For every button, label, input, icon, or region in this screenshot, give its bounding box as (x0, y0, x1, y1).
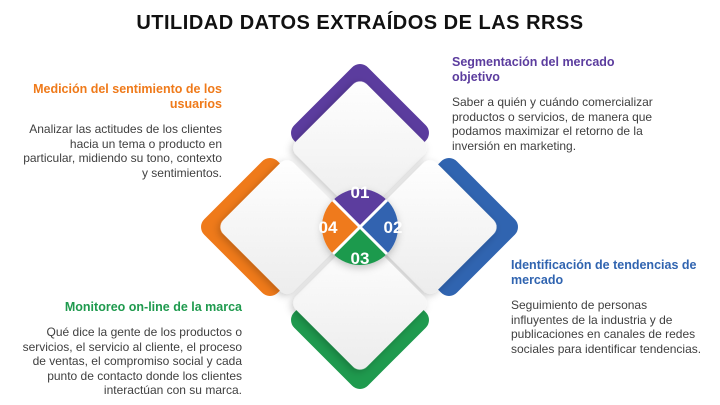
number-03: 03 (351, 249, 370, 268)
number-01: 01 (351, 183, 370, 202)
center-circle (321, 188, 399, 266)
item-03-body: Qué dice la gente de los productos o ser… (22, 325, 242, 398)
item-03-heading: Monitoreo on-line de la marca (64, 300, 242, 314)
white-diamond-left (220, 160, 354, 294)
item-04-heading: Medición del sentimiento de los usuarios (33, 82, 222, 111)
quadrant-blue (360, 200, 399, 254)
item-03-block: Monitoreo on-line de la marca Qué dice l… (18, 300, 242, 398)
quadrant-purple (333, 188, 387, 227)
number-04: 04 (319, 218, 338, 237)
quadrant-orange (321, 200, 360, 254)
number-02: 02 (384, 218, 403, 237)
item-01-body: Saber a quién y cuándo comercializar pro… (452, 95, 653, 153)
quadrant-green (333, 227, 387, 266)
page-title: UTILIDAD DATOS EXTRAÍDOS DE LAS RRSS (136, 12, 584, 34)
item-02-body: Seguimiento de personas influyentes de l… (511, 298, 702, 356)
white-diamond-bottom (293, 236, 427, 370)
item-02-heading: Identificación de tendencias de mercado (511, 258, 697, 287)
item-01-heading: Segmentación del mercado objetivo (452, 55, 615, 84)
item-04-body: Analizar las actitudes de los clientes h… (23, 122, 222, 180)
white-diamond-top (293, 81, 427, 215)
item-04-block: Medición del sentimiento de los usuarios… (20, 82, 222, 180)
item-02-block: Identificación de tendencias de mercado … (511, 258, 707, 356)
item-01-block: Segmentación del mercado objetivo Saber … (452, 55, 658, 153)
white-diamond-right (363, 160, 497, 294)
